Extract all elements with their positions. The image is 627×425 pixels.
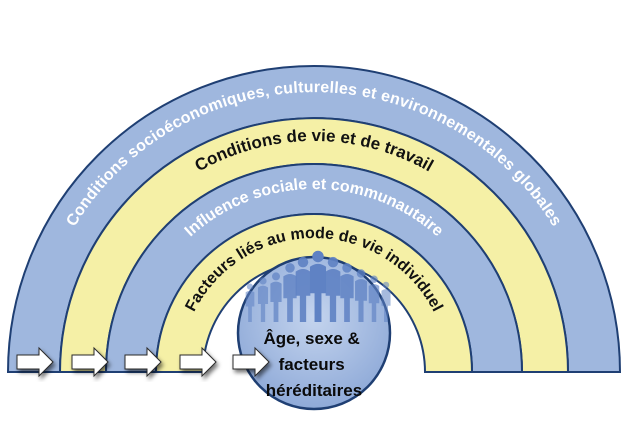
person-silhouette (295, 256, 311, 322)
arrow-right-icon (71, 346, 109, 378)
core-line-1: Âge, sexe & (263, 329, 359, 348)
arrow-right-icon (16, 346, 54, 378)
person-silhouette (270, 272, 282, 322)
core-line-2: facteurs (279, 355, 345, 374)
person-silhouette (355, 269, 367, 322)
person-silhouette (368, 275, 380, 322)
arrow-right-icon (232, 346, 270, 378)
person-silhouette (283, 263, 297, 322)
band-lifestyle (154, 213, 474, 373)
core-line-3: héréditaires (266, 381, 362, 400)
person-silhouette (245, 283, 255, 322)
arrow-right-icon (179, 346, 217, 378)
person-silhouette (381, 281, 391, 322)
arrow-row (16, 346, 270, 378)
core-label: Âge, sexe & facteurs héréditaires (263, 329, 364, 400)
person-silhouette (325, 256, 341, 322)
person-silhouette (309, 250, 327, 322)
person-silhouette (257, 277, 269, 322)
person-silhouette (340, 263, 354, 322)
arrow-right-icon (124, 346, 162, 378)
people-silhouettes-icon (245, 250, 391, 322)
